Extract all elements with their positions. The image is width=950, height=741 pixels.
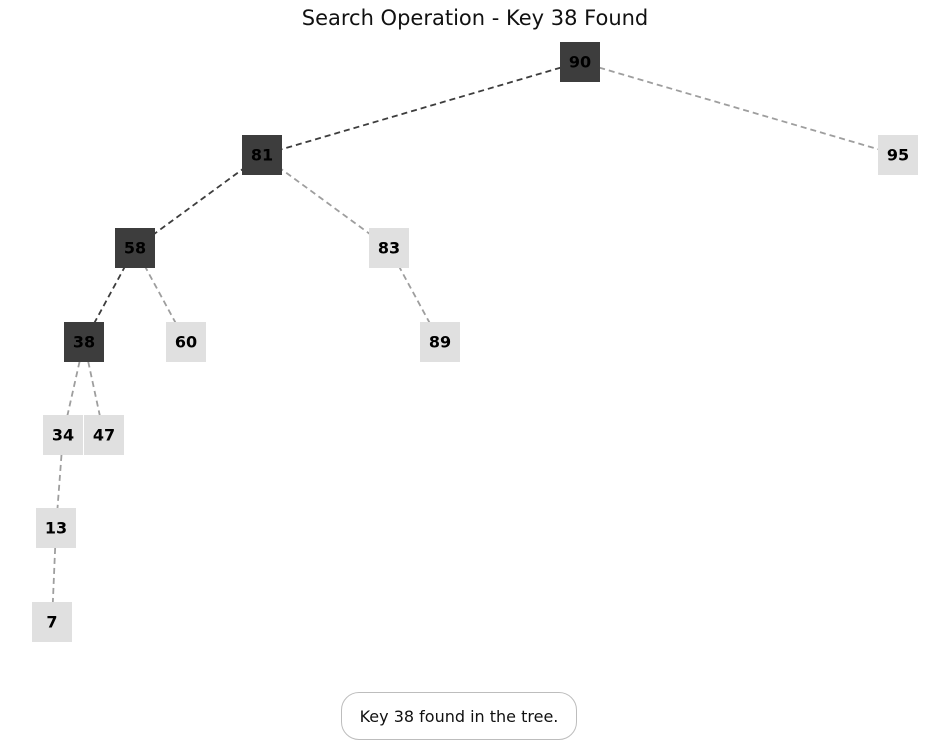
tree-node-38: 38	[64, 322, 104, 362]
edge-58-38	[83, 247, 136, 343]
diagram-title: Search Operation - Key 38 Found	[301, 6, 649, 30]
edge-58-60	[134, 247, 187, 343]
edge-83-89	[388, 247, 441, 343]
edge-81-83	[261, 154, 390, 249]
node-layer: 90 81 95 58 83 38 60 89 34 47 13 7	[32, 42, 918, 642]
node-box	[242, 135, 282, 175]
tree-node-81: 81	[242, 135, 282, 175]
node-label: 34	[52, 426, 74, 445]
node-box	[878, 135, 918, 175]
node-box	[64, 322, 104, 362]
node-label: 47	[93, 426, 115, 445]
edge-90-81	[261, 61, 581, 156]
node-label: 7	[46, 613, 57, 632]
node-box	[166, 322, 206, 362]
tree-node-13: 13	[36, 508, 76, 548]
node-label: 60	[175, 333, 197, 352]
node-box	[420, 322, 460, 362]
node-box	[32, 602, 72, 642]
tree-node-90: 90	[560, 42, 600, 82]
node-label: 81	[251, 146, 273, 165]
node-label: 89	[429, 333, 451, 352]
node-label: 90	[569, 53, 591, 72]
node-box	[43, 415, 83, 455]
tree-node-83: 83	[369, 228, 409, 268]
tree-node-7: 7	[32, 602, 72, 642]
node-label: 58	[124, 239, 146, 258]
node-label: 83	[378, 239, 400, 258]
node-label: 13	[45, 519, 67, 538]
tree-node-89: 89	[420, 322, 460, 362]
tree-node-58: 58	[115, 228, 155, 268]
node-box	[115, 228, 155, 268]
edge-90-95	[579, 61, 899, 156]
status-message: Key 38 found in the tree.	[359, 707, 559, 726]
edge-81-58	[134, 154, 263, 249]
tree-node-60: 60	[166, 322, 206, 362]
tree-node-47: 47	[84, 415, 124, 455]
tree-node-34: 34	[43, 415, 83, 455]
status-message-box: Key 38 found in the tree.	[341, 692, 577, 740]
tree-node-95: 95	[878, 135, 918, 175]
node-box	[560, 42, 600, 82]
node-box	[84, 415, 124, 455]
node-label: 38	[73, 333, 95, 352]
node-box	[36, 508, 76, 548]
node-box	[369, 228, 409, 268]
node-label: 95	[887, 146, 909, 165]
